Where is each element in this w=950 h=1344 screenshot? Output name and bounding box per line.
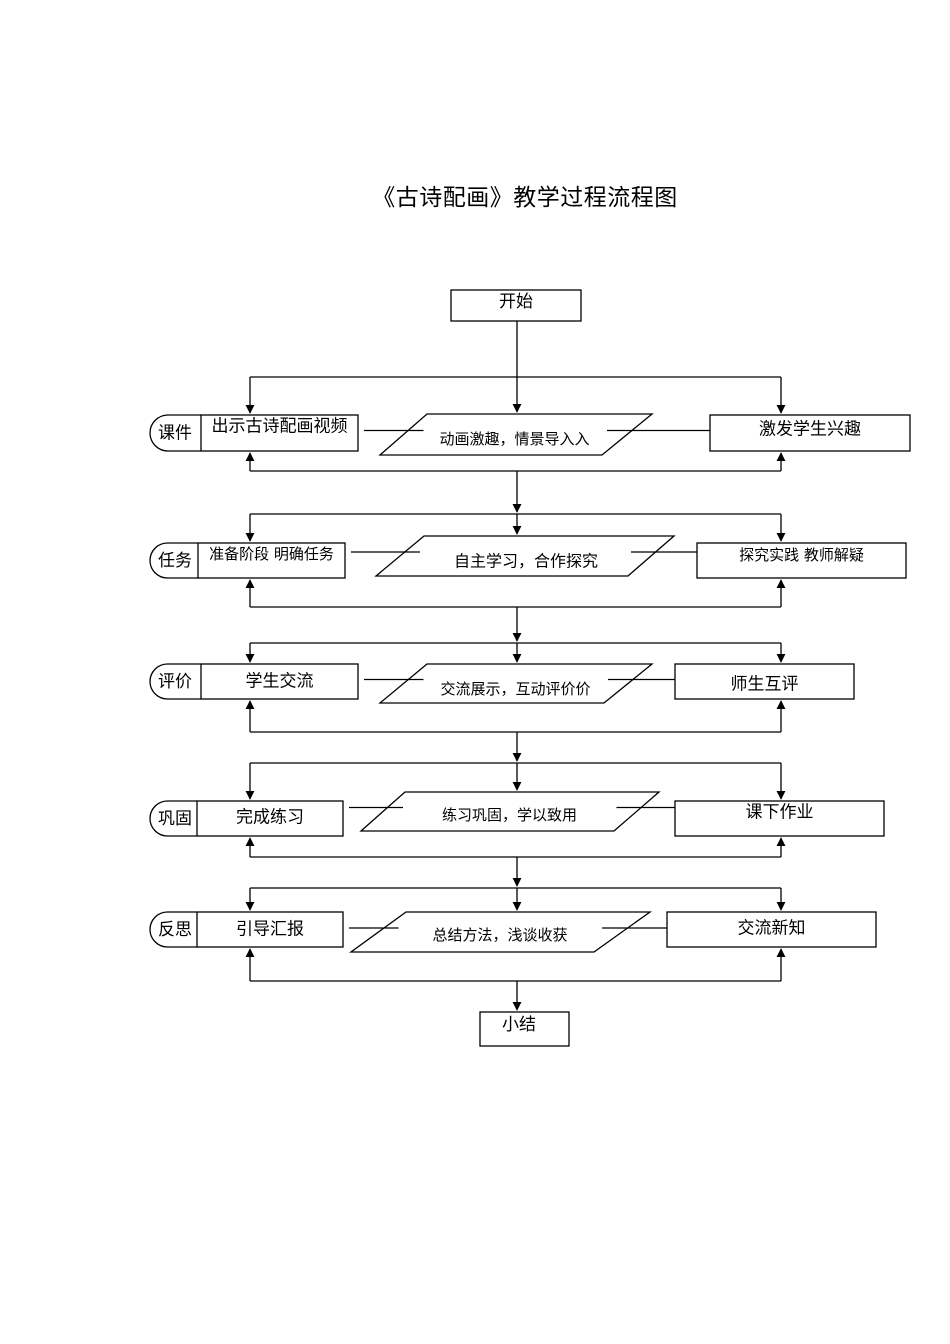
stage-tag: 反思 [149, 911, 197, 948]
student-outcome-box [674, 663, 855, 700]
activity-parallelogram [378, 663, 654, 704]
stage-tag: 评价 [149, 663, 201, 700]
student-outcome-label: 探究实践 教师解疑 [739, 546, 864, 564]
activity-parallelogram [378, 413, 654, 456]
teacher-action-box [200, 663, 359, 700]
stage-tag: 巩固 [149, 800, 197, 837]
stage-row-1: 课件出示古诗配画视频动画激趣，情景导入入 激发学生兴趣 [149, 376, 911, 513]
activity-label: 动画激趣，情景导入入 [439, 430, 589, 448]
student-outcome-label: 师生互评 [731, 675, 799, 695]
activity-label: 自主学习，合作探究 [454, 552, 598, 571]
stage-row-5: 反思 引导汇报 总结方法，浅谈收获 交流新知 [149, 887, 877, 1011]
activity-label: 总结方法，浅谈收获 [432, 926, 567, 944]
stage-row-4: 巩固 完成练习 练习巩固，学以致用 课下作业 [149, 762, 885, 887]
student-outcome-box [666, 911, 877, 948]
stage-tag: 课件 [149, 414, 201, 452]
stage-tag-label: 反思 [158, 920, 192, 940]
stage-row-3: 评价 学生交流 交流展示，互动评价价 师生互评 [149, 642, 855, 762]
end-label: 小结 [502, 1015, 536, 1035]
activity-label: 练习巩固，学以致用 [442, 806, 577, 824]
activity-label: 交流展示，互动评价价 [440, 680, 590, 698]
teacher-action-box [196, 800, 344, 837]
stage-tag-label: 巩固 [158, 809, 192, 829]
teacher-action-label: 完成练习 [236, 808, 304, 828]
start-node: 开始 [450, 289, 582, 322]
teacher-action-box [196, 911, 344, 948]
teacher-action-label: 学生交流 [246, 672, 314, 692]
end-node: 小结 [479, 1011, 570, 1047]
activity-parallelogram [349, 911, 653, 953]
stage-tag: 任务 [149, 542, 198, 579]
student-outcome-label: 课下作业 [746, 803, 814, 823]
student-outcome-box [674, 800, 885, 837]
start-label: 开始 [499, 292, 533, 312]
stage-tag-label: 课件 [158, 424, 192, 444]
teacher-action-label: 引导汇报 [236, 920, 304, 940]
activity-parallelogram [359, 791, 661, 832]
stage-tag-label: 评价 [158, 672, 192, 692]
stage-tag-label: 任务 [158, 551, 192, 571]
teacher-action-label: 出示古诗配画视频 [212, 417, 348, 437]
teacher-action-box [197, 542, 346, 579]
stage-row-2: 任务准备阶段 明确任务 自主学习，合作探究 探究实践 教师解疑 [149, 513, 907, 642]
diagram-title: 《古诗配画》教学过程流程图 [372, 185, 678, 211]
teacher-action-box [200, 414, 359, 452]
student-outcome-label: 交流新知 [738, 919, 806, 939]
student-outcome-label: 激发学生兴趣 [759, 420, 861, 440]
teacher-action-label: 准备阶段 明确任务 [209, 545, 334, 563]
activity-parallelogram [374, 535, 676, 577]
student-outcome-box [709, 414, 911, 452]
student-outcome-box [696, 542, 907, 579]
